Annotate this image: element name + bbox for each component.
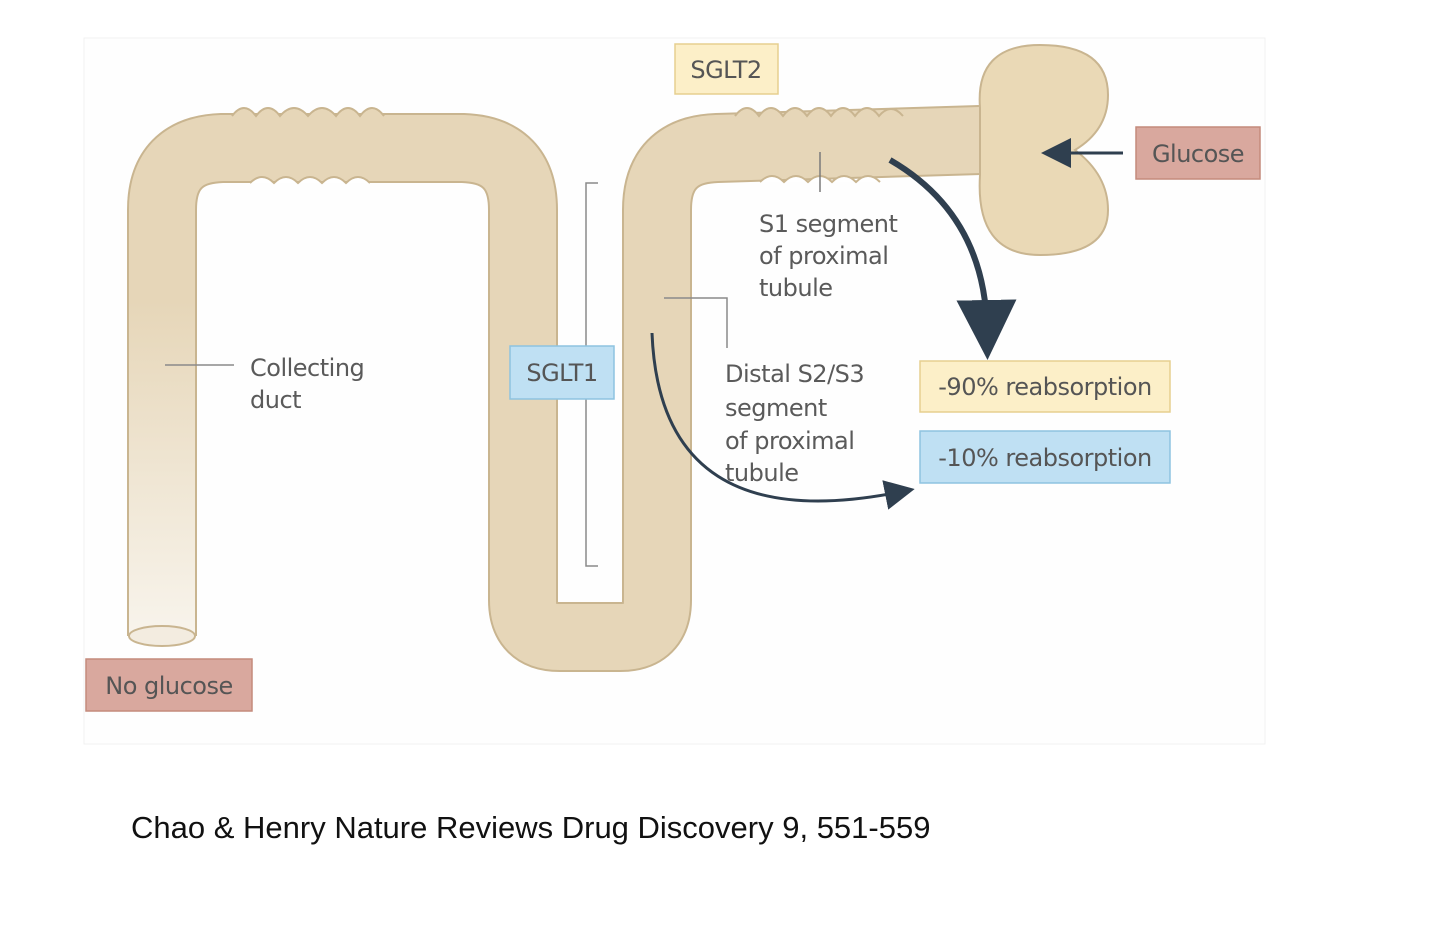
sglt2-label: SGLT2 [690, 56, 761, 84]
collecting-duct-fade [129, 300, 195, 636]
collecting-duct-end [128, 625, 196, 647]
reabsorption-90-box: -90% reabsorption [919, 360, 1171, 413]
tubule-bumps-top-left [231, 107, 385, 118]
collecting-duct-line-1: Collecting [250, 354, 364, 382]
no-glucose-label: No glucose [105, 672, 233, 700]
s2s3-line-4: tubule [725, 459, 799, 487]
s2s3-leader-line [664, 297, 728, 348]
s1-line-3: tubule [759, 274, 833, 302]
s2s3-line-2: segment [725, 394, 827, 422]
s1-segment-label: S1 segment of proximal tubule [759, 210, 905, 302]
collecting-duct-label: Collecting duct [250, 354, 371, 414]
s1-line-1: S1 segment [759, 210, 897, 238]
tubule-bumps-top-right [734, 107, 904, 118]
s2s3-line-1: Distal S2/S3 [725, 360, 864, 388]
s1-line-2: of proximal [759, 242, 888, 270]
no-glucose-box: No glucose [85, 658, 253, 712]
collecting-duct-line-2: duct [250, 386, 301, 414]
s2s3-line-3: of proximal [725, 427, 854, 455]
reabsorption-10-label: -10% reabsorption [938, 444, 1151, 472]
citation-text: Chao & Henry Nature Reviews Drug Discove… [131, 810, 931, 845]
arrow-10-reabsorption [650, 332, 915, 510]
glucose-label: Glucose [1152, 140, 1244, 168]
glucose-box: Glucose [1135, 126, 1261, 180]
reabsorption-10-box: -10% reabsorption [919, 430, 1171, 484]
reabsorption-90-label: -90% reabsorption [938, 373, 1151, 401]
arrow-90-reabsorption [888, 157, 1017, 360]
sglt1-label: SGLT1 [526, 359, 597, 387]
sglt1-box: SGLT1 [509, 345, 615, 400]
tubule-fill [129, 107, 982, 670]
sglt2-box: SGLT2 [674, 43, 779, 95]
tubule-bumps-inner-left [249, 176, 371, 185]
s2s3-segment-label: Distal S2/S3 segment of proximal tubule [725, 360, 871, 487]
